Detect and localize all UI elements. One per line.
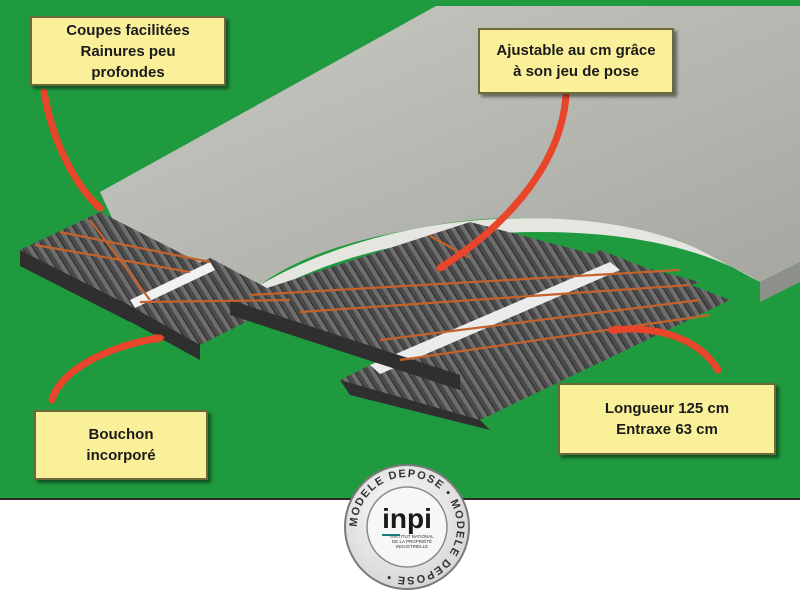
label-ajustable: Ajustable au cm grâce à son jeu de pose	[478, 28, 674, 94]
label-longueur: Longueur 125 cm Entraxe 63 cm	[558, 383, 776, 455]
label-bouchon-line2: incorporé	[86, 447, 156, 464]
callout-arrows	[40, 88, 722, 404]
label-ajustable-line2: à son jeu de pose	[513, 63, 639, 80]
heating-wires	[34, 219, 711, 362]
label-bouchon: Bouchon incorporé	[34, 410, 208, 480]
label-longueur-line1: Longueur 125 cm	[604, 400, 730, 417]
label-ajustable-line1: Ajustable au cm grâce	[496, 42, 656, 59]
arrow-bouchon	[48, 333, 165, 404]
arrow-ajustable	[435, 92, 570, 272]
arrow-longueur	[607, 324, 722, 374]
arrow-coupes	[40, 88, 104, 212]
label-coupes-line3: profondes	[91, 63, 165, 81]
heating-panel-main	[230, 222, 730, 430]
label-bouchon-line1: Bouchon	[88, 426, 154, 443]
label-coupes-line2: Rainures peu	[80, 42, 176, 60]
label-longueur-line2: Entraxe 63 cm	[616, 421, 718, 438]
label-coupes: Coupes facilitées Rainures peu profondes	[30, 16, 226, 86]
seal-institute-line2: DE LA PROPRIÉTÉ	[392, 538, 432, 544]
inpi-logo: inpi	[382, 503, 432, 534]
label-coupes-line1: Coupes facilitées	[66, 21, 190, 39]
seal-institute-line1: INSTITUT NATIONAL	[390, 534, 434, 539]
inpi-seal: MODELE DEPOSE • MODELE DEPOSE • inpi INS…	[344, 464, 470, 590]
seal-institute-line3: INDUSTRIELLE	[396, 544, 428, 549]
